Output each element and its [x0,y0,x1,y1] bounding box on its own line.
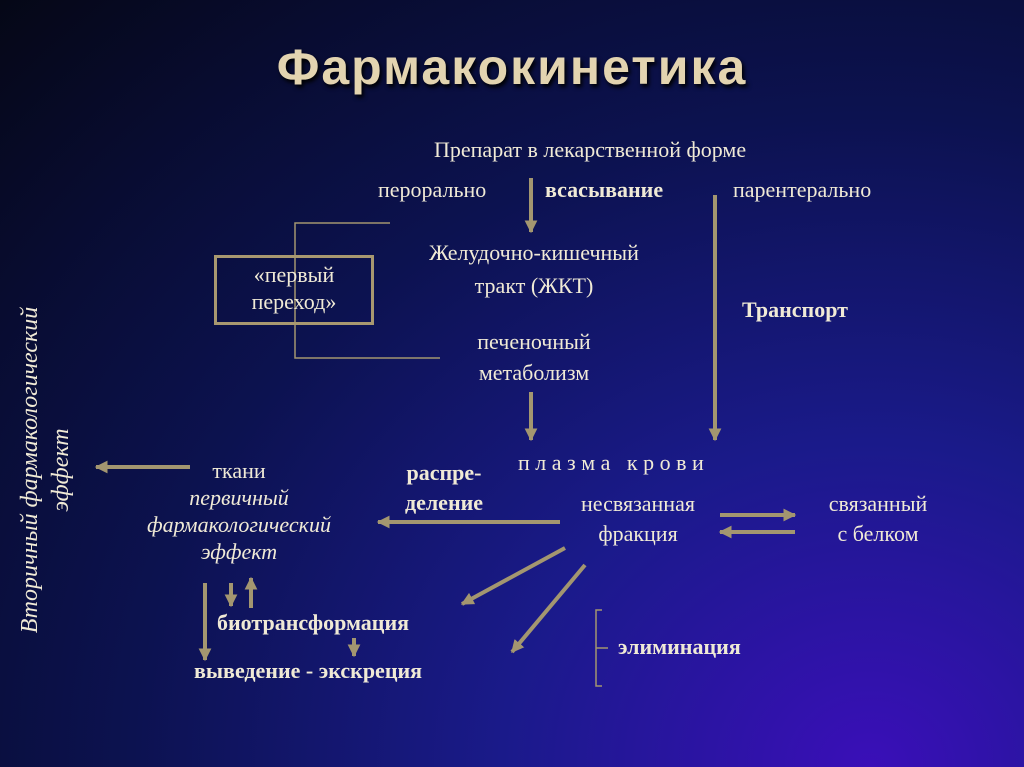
arrow-unbound-to-biotransformation [460,546,566,606]
parenteral-label: парентерально [733,177,872,202]
secondary-effect-label: Вторичный фармакологический эффект [15,235,77,705]
excretion-label: выведение - экскреция [194,658,423,683]
unbound-line-1: несвязанная [581,491,695,516]
git-line-2: тракт (ЖКТ) [474,273,594,298]
first-pass-line-1: «первый [253,262,335,287]
distribution-label: распре- деление [374,459,514,516]
first-pass-line-2: переход» [251,289,337,314]
bound-line-2: с белком [837,521,919,546]
git-label: Желудочно-кишечный тракт (ЖКТ) [384,239,684,299]
page-title: Фармакокинетика [276,39,748,95]
plasma-label: п л а з м а к р о в и [518,450,704,475]
absorption-label: всасывание [545,177,664,202]
unbound-fraction-label: несвязанная фракция [543,490,733,547]
tissues-label: ткани первичный фармакологический эффект [108,457,370,565]
primary-effect-line-1: первичный [189,485,289,510]
biotransformation-label: биотрансформация [217,610,410,635]
secondary-effect-line-2: эффект [48,428,74,512]
distribution-line-1: распре- [406,460,482,485]
tissues-line-1: ткани [212,458,266,483]
drug-form-label: Препарат в лекарственной форме [434,137,747,162]
liver-line-2: метаболизм [478,360,590,385]
first-pass-label: «первый переход» [214,261,374,315]
first-pass-box [214,255,374,325]
arrow-unbound-to-excretion [510,563,587,654]
elimination-label: элиминация [618,634,741,659]
unbound-line-2: фракция [598,521,678,546]
primary-effect-line-3: эффект [200,539,278,564]
bound-line-1: связанный [828,491,928,516]
secondary-effect-line-1: Вторичный фармакологический [17,306,43,634]
first-pass-bracket [294,222,440,359]
transport-label: Транспорт [742,297,848,322]
liver-label: печеночный метаболизм [434,328,634,386]
bound-fraction-label: связанный с белком [798,490,958,547]
primary-effect-line-2: фармакологический [147,512,331,537]
distribution-line-2: деление [404,490,484,515]
git-line-1: Желудочно-кишечный [429,240,639,265]
oral-label: перорально [378,177,487,202]
elimination-bracket [595,609,608,687]
liver-line-1: печеночный [477,329,591,354]
